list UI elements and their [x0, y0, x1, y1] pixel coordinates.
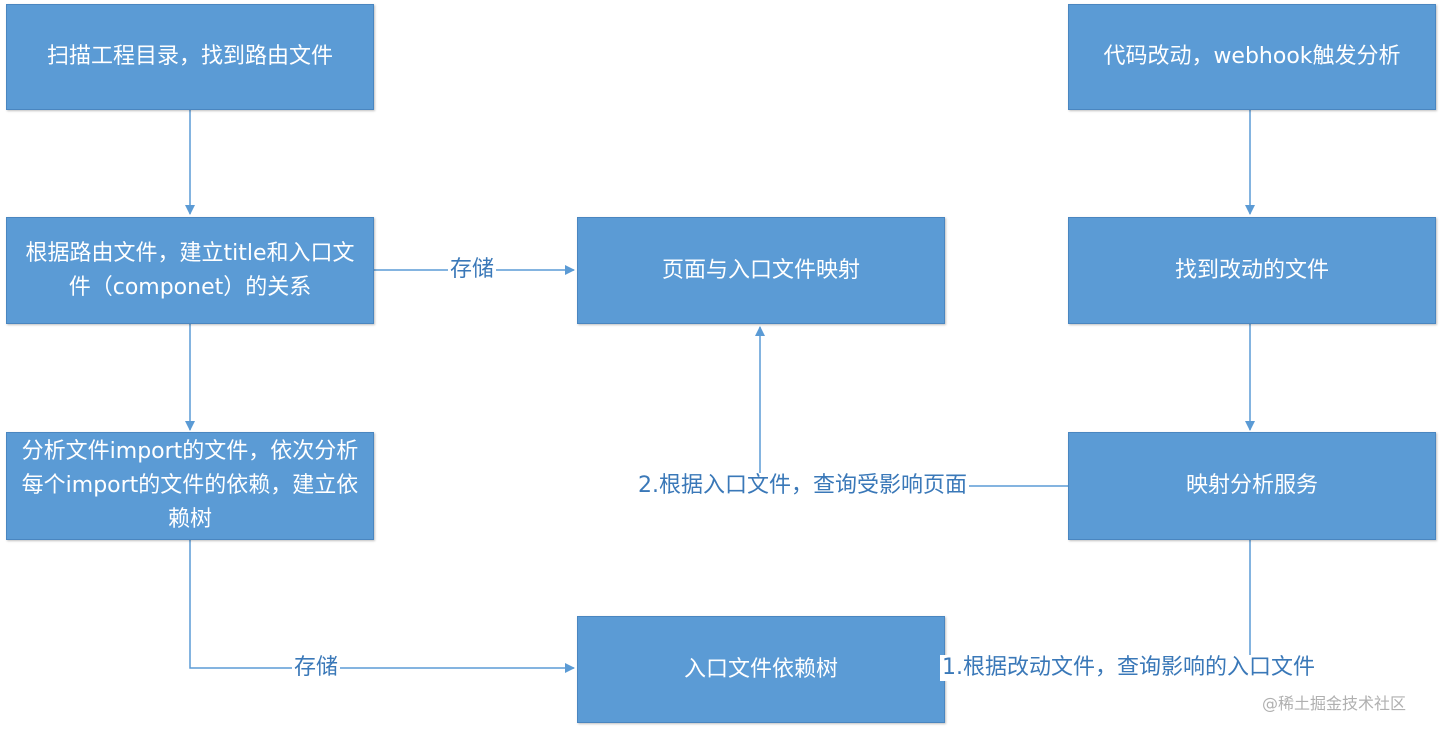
- label-store-map: 存储: [448, 257, 497, 283]
- arrow-analyze-to-tree: [189, 540, 575, 673]
- label-store-tree: 存储: [292, 655, 341, 681]
- box-page-entry-map: 页面与入口文件映射: [577, 217, 945, 324]
- arrow-service-to-tree: [945, 540, 1251, 673]
- watermark: @稀土掘金技术社区: [1262, 694, 1407, 713]
- box-code-change-webhook: 代码改动，webhook触发分析: [1068, 4, 1436, 110]
- box-build-title-relation: 根据路由文件，建立title和入口文件（componet）的关系: [6, 217, 374, 324]
- box-scan-project: 扫描工程目录，找到路由文件: [6, 4, 374, 110]
- box-find-changed-files: 找到改动的文件: [1068, 217, 1436, 324]
- label-query-affected-pages: 2.根据入口文件，查询受影响页面: [636, 473, 969, 499]
- label-query-affected-entries: 1.根据改动文件，查询影响的入口文件: [940, 655, 1317, 681]
- box-mapping-service: 映射分析服务: [1068, 432, 1436, 540]
- box-analyze-imports: 分析文件import的文件，依次分析每个import的文件的依赖，建立依赖树: [6, 432, 374, 540]
- arrow-service-to-map: [755, 326, 1068, 487]
- box-entry-dependency-tree: 入口文件依赖树: [577, 616, 945, 723]
